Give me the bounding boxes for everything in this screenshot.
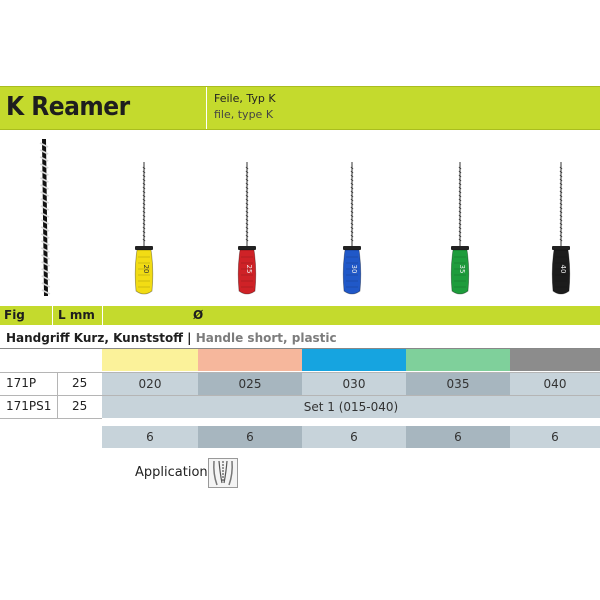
reamer-file: 40 [551, 162, 571, 295]
reamer-file: 35 [450, 162, 470, 295]
table-rule [57, 372, 58, 418]
size-cell: 035 [406, 373, 510, 395]
quantity-cell: 6 [198, 426, 302, 448]
application-label: Application [135, 465, 208, 480]
row-length: 25 [72, 399, 88, 413]
file-size-label: 40 [559, 265, 567, 274]
table-rule [0, 418, 102, 419]
subtitle-german: Feile, Typ K [214, 92, 276, 105]
file-size-label: 20 [142, 265, 150, 274]
table-rule [0, 372, 600, 373]
row-length: 25 [72, 376, 88, 390]
page-title: K Reamer [6, 92, 130, 122]
product-figure: 20 25 30 35 40 [0, 129, 600, 306]
column-separator [52, 306, 53, 325]
divider [0, 348, 600, 349]
size-cell: 020 [102, 373, 198, 395]
file-size-label: 30 [350, 265, 358, 274]
handle-german: Handgriff Kurz, Kunststoff | [6, 331, 192, 345]
subtitle-english: file, type K [214, 108, 274, 121]
color-code-bar [510, 349, 600, 371]
quantity-cell: 6 [302, 426, 406, 448]
handle-english: Handle short, plastic [195, 331, 337, 345]
table-rule [0, 395, 600, 396]
color-code-bar [102, 349, 198, 371]
quantity-cell: 6 [102, 426, 198, 448]
file-size-label: 25 [245, 265, 253, 274]
title-divider [206, 87, 207, 129]
size-cell: 025 [198, 373, 302, 395]
color-code-bar [406, 349, 510, 371]
color-code-bar [198, 349, 302, 371]
column-header-row: Fig L mm Ø [0, 306, 600, 325]
size-cell: 030 [302, 373, 406, 395]
column-diameter: Ø [193, 308, 204, 322]
row-ref: 171P [6, 376, 37, 390]
column-separator [102, 306, 103, 325]
quantity-cell: 6 [510, 426, 600, 448]
size-cell: 040 [510, 373, 600, 395]
handle-description: Handgriff Kurz, Kunststoff | Handle shor… [6, 331, 337, 345]
row-ref: 171PS1 [6, 399, 52, 413]
set-cell: Set 1 (015-040) [102, 396, 600, 418]
column-length: L mm [58, 308, 95, 322]
column-fig: Fig [4, 308, 25, 322]
color-code-bar [302, 349, 406, 371]
quantity-cell: 6 [406, 426, 510, 448]
file-size-label: 35 [458, 265, 466, 274]
title-band: K Reamer Feile, Typ K file, type K [0, 86, 600, 130]
reamer-file: 30 [342, 162, 362, 295]
blade-detail-image [39, 138, 51, 297]
tooth-root-canal-icon [208, 458, 238, 492]
reamer-file: 25 [237, 162, 257, 295]
reamer-file: 20 [134, 162, 154, 295]
reamer-illustration: 20 25 30 35 40 [39, 138, 571, 297]
